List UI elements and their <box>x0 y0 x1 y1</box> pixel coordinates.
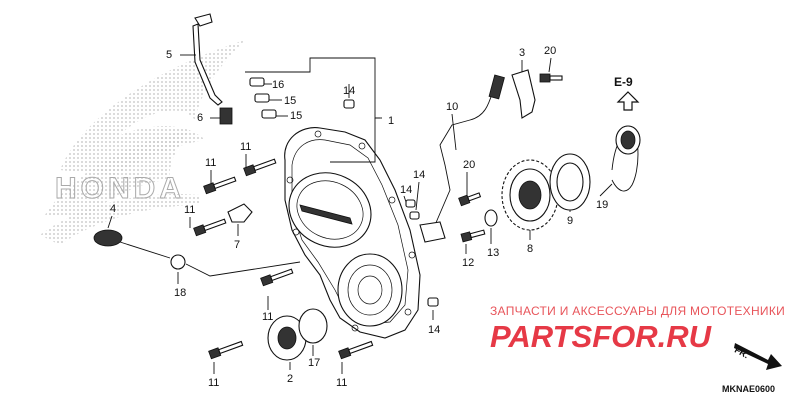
callout-20b: 20 <box>463 159 475 171</box>
callout-11b: 11 <box>240 141 251 153</box>
callout-4: 4 <box>110 203 116 215</box>
front-direction-label: FR. <box>733 345 750 361</box>
part-3-bracket <box>511 69 536 119</box>
part-6-spring <box>219 107 233 125</box>
callout-6: 6 <box>197 112 203 124</box>
callout-14c: 14 <box>413 169 425 181</box>
watermark-tagline: ЗАПЧАСТИ И АКСЕССУАРЫ ДЛЯ МОТОТЕХНИКИ <box>490 304 785 318</box>
bolt-20-mid <box>458 192 482 207</box>
part-9-clutch <box>549 153 591 211</box>
callout-13: 13 <box>487 247 499 259</box>
front-direction-arrow <box>734 343 782 370</box>
watermark-logo: PARTSFOR.RU <box>490 319 713 354</box>
callout-17: 17 <box>308 357 320 369</box>
bolts <box>193 158 374 360</box>
callout-11a: 11 <box>205 157 216 169</box>
callout-12: 12 <box>462 257 474 269</box>
part-5-rod <box>192 13 223 106</box>
leader-lines <box>107 57 613 374</box>
callout-16: 16 <box>272 79 284 91</box>
callout-11e: 11 <box>208 377 219 389</box>
reference-label: E-9 <box>614 75 633 89</box>
callout-11c: 11 <box>184 204 195 216</box>
reference-arrow <box>616 91 640 111</box>
part-18-oring <box>170 254 186 270</box>
callout-2: 2 <box>287 373 293 385</box>
callout-3: 3 <box>519 47 525 59</box>
callout-8: 8 <box>527 243 533 255</box>
callout-18: 18 <box>174 287 186 299</box>
bolt-20-top <box>539 73 563 83</box>
callout-11f: 11 <box>336 377 347 389</box>
diagram-code: MKNAE0600 <box>722 384 775 394</box>
part-8-gear <box>501 159 559 231</box>
washer-13 <box>484 209 498 227</box>
callout-1: 1 <box>388 115 394 127</box>
part-4-cap <box>93 229 171 259</box>
callout-11d: 11 <box>262 311 273 323</box>
bolt-12 <box>460 229 486 243</box>
callout-15a: 15 <box>284 95 296 107</box>
part-7-clip <box>227 203 253 223</box>
callout-7: 7 <box>234 239 240 251</box>
callout-5: 5 <box>166 49 172 61</box>
callout-9: 9 <box>567 215 573 227</box>
part-10-cable <box>419 74 505 243</box>
needle-bearing <box>615 125 641 155</box>
callout-15b: 15 <box>290 110 302 122</box>
honda-wing-logo <box>40 40 245 245</box>
callout-14d: 14 <box>428 324 440 336</box>
part-17-oring <box>298 308 328 344</box>
small-pins <box>249 77 277 119</box>
dowel-pins <box>343 99 439 307</box>
callout-10: 10 <box>446 101 458 113</box>
crankcase-cover <box>284 127 421 339</box>
callout-20a: 20 <box>544 45 556 57</box>
callout-19: 19 <box>596 199 608 211</box>
callout-14b: 14 <box>400 184 412 196</box>
callouts: 1 2 3 4 5 6 7 8 9 10 11 11 11 11 11 11 1… <box>110 45 608 389</box>
honda-wordmark: HONDA <box>55 172 185 205</box>
